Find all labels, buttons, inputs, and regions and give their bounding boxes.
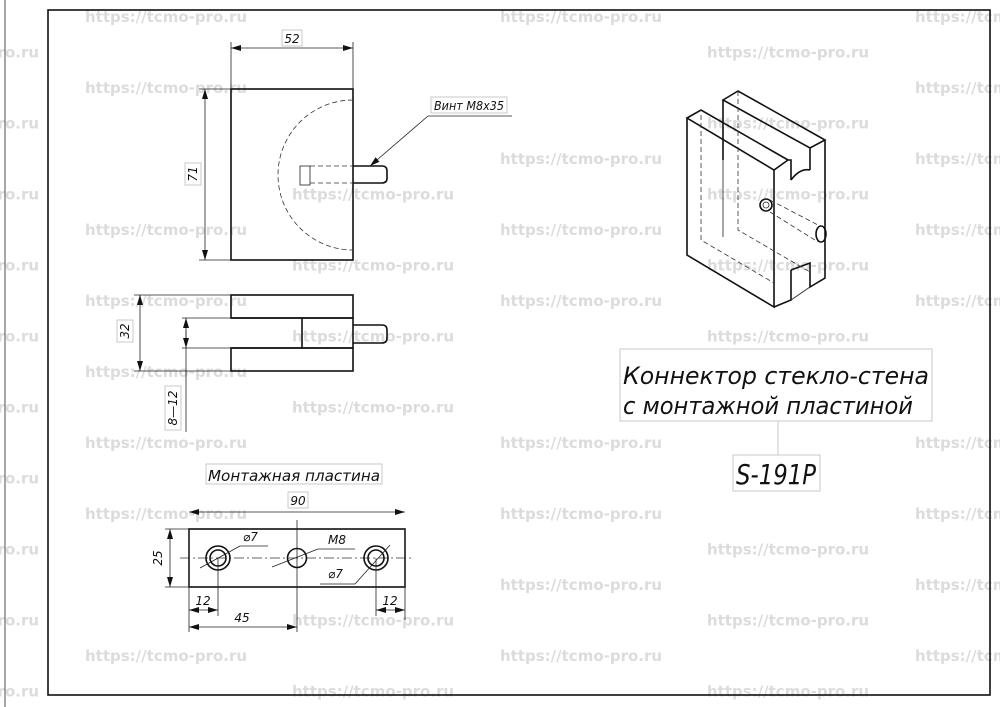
dim-width-label: 52 [284,32,299,46]
drawing-frame [47,9,991,696]
watermark-text: https://tcmo-pro.ru [292,399,454,417]
watermark-text: https://tcmo-pro.ru [707,328,869,346]
dim-center-label: 45 [234,611,249,625]
product-name-line1: Коннектор стекло-стена [623,362,929,390]
watermark-text: https://tcmo-pro.ru [707,44,869,62]
watermark-text: https://tcmo-pro.ru [0,470,39,488]
watermark-text: https://tcmo-pro.ru [0,612,39,630]
watermark-text: https://tcmo-pro.ru [85,79,247,97]
watermark-text: https://tcmo-pro.ru [85,292,247,310]
watermark-text: https://tcmo-pro.ru [0,186,39,204]
watermark-text: https://tcmo-pro.ru [500,150,662,168]
watermark-text: https://tcmo-pro.ru [915,221,1000,239]
watermark-text: https://tcmo-pro.ru [0,541,39,559]
watermark-text: https://tcmo-pro.ru [85,647,247,665]
watermark-text: https://tcmo-pro.ru [915,79,1000,97]
watermark-text: https://tcmo-pro.ru [915,292,1000,310]
watermark-text: https://tcmo-pro.ru [707,541,869,559]
watermark-text: https://tcmo-pro.ru [0,44,39,62]
dim-hole-left-label: ⌀7 [243,530,258,544]
watermark-text: https://tcmo-pro.ru [915,434,1000,452]
watermark-text: https://tcmo-pro.ru [292,186,454,204]
screw-label: Винт M8x35 [434,99,504,113]
plate-hidden-arc [277,99,354,251]
isometric-view [685,90,827,309]
dim-edge-left-label: 12 [195,594,210,608]
product-code: S-191P [736,458,816,491]
watermark-text: https://tcmo-pro.ru [915,8,1000,26]
watermark-text: https://tcmo-pro.ru [500,505,662,523]
side-view: 32 8—12 [116,294,388,432]
watermark-text: https://tcmo-pro.ru [915,505,1000,523]
product-name-line2: с монтажной пластиной [623,392,913,420]
watermark-text: https://tcmo-pro.ru [85,434,247,452]
mounting-plate-view: Монтажная пластина 90 25 ⌀7 M8 ⌀7 12 12 … [151,463,412,632]
watermark-text: https://tcmo-pro.ru [292,612,454,630]
watermark-text: https://tcmo-pro.ru [500,8,662,26]
watermark-text: https://tcmo-pro.ru [500,221,662,239]
watermark-text: https://tcmo-pro.ru [500,292,662,310]
dim-edge-right-label: 12 [382,594,397,608]
watermark-text: https://tcmo-pro.ru [707,612,869,630]
watermark-text: https://tcmo-pro.ru [500,576,662,594]
watermark-text: https://tcmo-pro.ru [0,257,39,275]
dim-thread-label: M8 [328,533,346,547]
watermark-text: https://tcmo-pro.ru [500,647,662,665]
watermark-text: https://tcmo-pro.ru [292,257,454,275]
dim-thickness-label: 32 [118,323,132,338]
watermark-text: https://tcmo-pro.ru [292,328,454,346]
watermark-text: https://tcmo-pro.ru [85,221,247,239]
watermark-text: https://tcmo-pro.ru [915,647,1000,665]
watermark-text: https://tcmo-pro.ru [0,683,39,701]
dim-plate-height-label: 25 [151,550,165,565]
watermark-text: https://tcmo-pro.ru [707,115,869,133]
dim-height-label: 71 [186,166,200,181]
watermark-text: https://tcmo-pro.ru [85,505,247,523]
watermark-text: https://tcmo-pro.ru [0,399,39,417]
watermark-text: https://tcmo-pro.ru [500,434,662,452]
watermark-layer: https://tcmo-pro.ru https://tcmo-pro.ru ht… [0,8,1000,701]
dim-glass-label: 8—12 [166,391,180,426]
watermark-text: https://tcmo-pro.ru [0,328,39,346]
plate-title: Монтажная пластина [208,467,380,485]
watermark-text: https://tcmo-pro.ru [915,576,1000,594]
watermark-text: https://tcmo-pro.ru [0,115,39,133]
front-view: 52 71 Винт M8x35 [184,29,512,261]
title-block: Коннектор стекло-стена с монтажной пласт… [619,348,933,492]
watermark-text: https://tcmo-pro.ru [85,363,247,381]
watermark-text: https://tcmo-pro.ru [707,257,869,275]
watermark-text: https://tcmo-pro.ru [85,8,247,26]
dim-hole-right-label: ⌀7 [328,567,343,581]
watermark-text: https://tcmo-pro.ru [707,683,869,701]
watermark-text: https://tcmo-pro.ru [292,683,454,701]
watermark-text: https://tcmo-pro.ru [915,150,1000,168]
screw [353,165,388,184]
dim-length-label: 90 [290,494,306,508]
front-body [230,88,354,261]
watermark-text: https://tcmo-pro.ru [707,186,869,204]
